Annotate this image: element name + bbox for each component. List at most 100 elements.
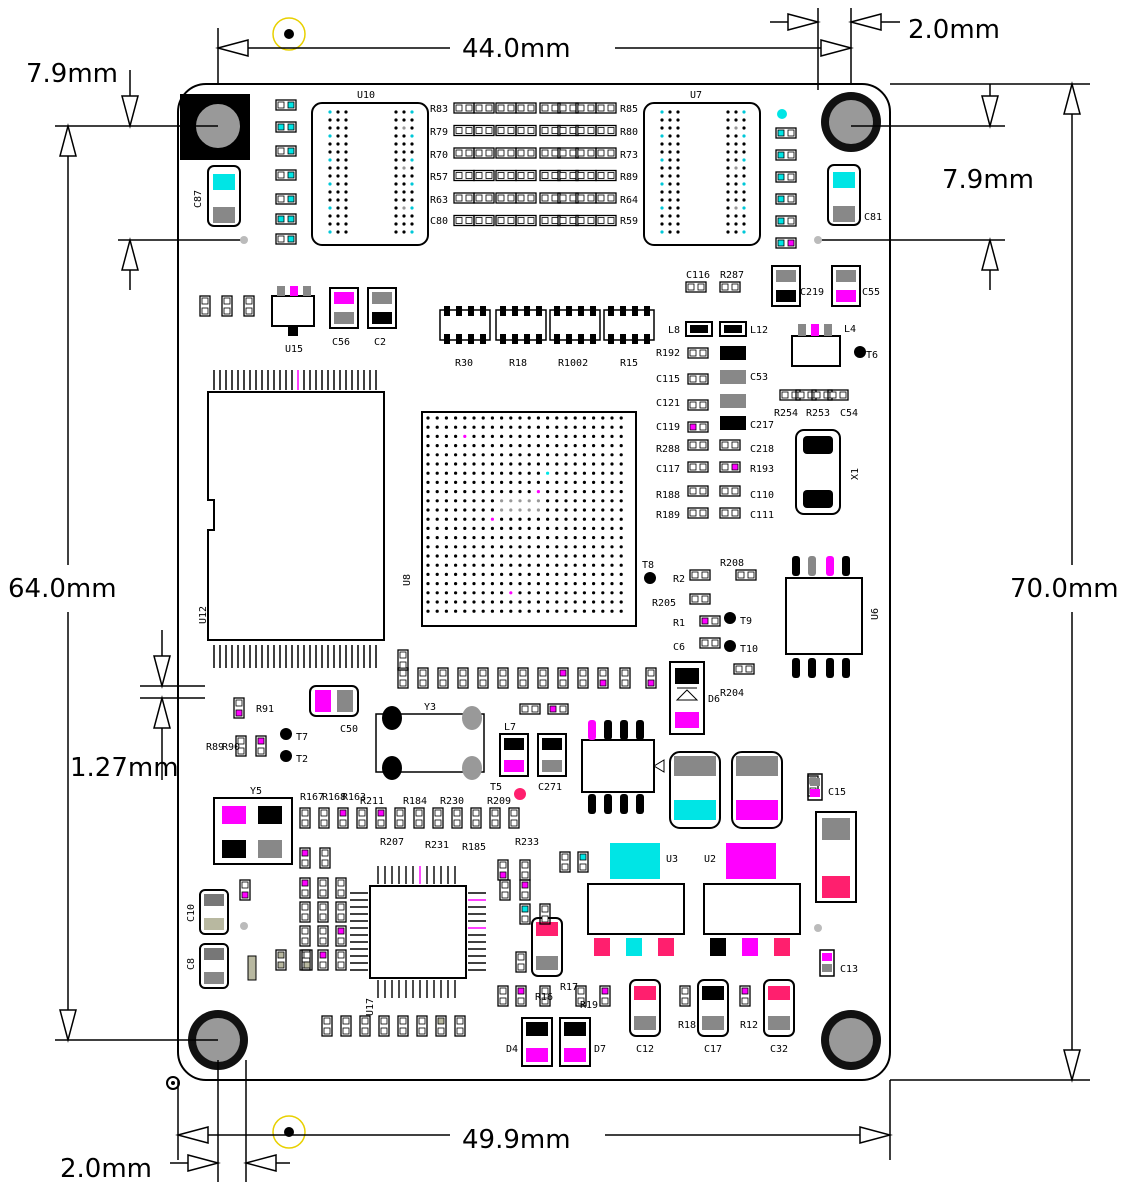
bga-ball (555, 600, 559, 604)
pad (787, 129, 795, 137)
label-r12: R12 (740, 1020, 758, 1031)
bga-ball (518, 453, 522, 457)
bga-ball (582, 508, 587, 512)
bga-ball (536, 536, 541, 540)
bga-ball (601, 444, 605, 448)
pad (569, 104, 577, 112)
bga-ball (527, 416, 531, 420)
bga-ball (536, 563, 541, 567)
bga-ball (490, 591, 494, 595)
connector-pin (394, 142, 398, 146)
connector-pin (402, 134, 406, 138)
pad (579, 669, 587, 677)
pad (475, 127, 483, 134)
pad (201, 297, 209, 305)
label-l4: L4 (844, 324, 856, 335)
bga-ball (509, 591, 513, 595)
dim-right-offset: 7.9mm (942, 165, 1034, 195)
pad (517, 963, 525, 971)
pad (396, 809, 404, 817)
connector-pin (668, 110, 672, 114)
pad (465, 194, 473, 202)
label-c10: C10 (186, 904, 197, 922)
bga-ball (536, 526, 541, 531)
capacitor-c18 (531, 917, 563, 977)
bga-ball (472, 526, 476, 531)
bga-ball (564, 545, 568, 549)
connector-pin (660, 150, 664, 154)
connector-pin (676, 214, 680, 218)
bga-ball (463, 526, 467, 531)
pad (607, 104, 615, 112)
bga-ball (472, 453, 476, 457)
pad (319, 961, 327, 969)
resistor-network-pad (632, 306, 638, 316)
label-r57: R57 (430, 172, 448, 183)
pad (721, 509, 729, 517)
connector-pin (336, 206, 340, 210)
connector-pin (734, 166, 738, 170)
passive-footprint (687, 485, 709, 497)
bga-ball (619, 582, 623, 586)
pad (527, 217, 535, 224)
bga-ball (582, 600, 587, 604)
connector-pin (676, 190, 680, 194)
pad (721, 283, 729, 291)
passive-footprint (319, 847, 331, 869)
bga-ball (601, 526, 605, 531)
bga-ball (444, 480, 448, 484)
connector-pin (742, 150, 746, 154)
regulator-u15 (271, 286, 315, 336)
pad (839, 391, 847, 399)
pad (319, 951, 327, 959)
pad (539, 679, 547, 687)
bga-ball (426, 517, 430, 521)
label-r189: R189 (656, 510, 680, 521)
bga-ball (444, 545, 448, 549)
pad (277, 123, 285, 131)
bga-ball (454, 609, 458, 613)
passive-footprint (275, 193, 297, 205)
connector-pin (742, 134, 746, 138)
connector-pin (726, 118, 730, 122)
bga-ball (536, 453, 541, 457)
pad (691, 571, 699, 579)
bga-ball (546, 526, 550, 531)
label-c111: C111 (750, 510, 774, 521)
passive-footprint (335, 877, 347, 899)
connector-pin (336, 230, 340, 234)
pad (337, 961, 345, 969)
bga-ball (463, 508, 467, 512)
connector-pin (344, 134, 348, 138)
connector-pin (402, 166, 406, 170)
connector-pin (344, 110, 348, 114)
pad (339, 819, 347, 827)
bga-ball (500, 434, 504, 438)
pad (517, 997, 525, 1005)
connector-pin (394, 110, 398, 114)
right-passives (685, 281, 849, 675)
bga-ball (546, 517, 550, 521)
label-r30: R30 (455, 358, 473, 369)
connector-pin (336, 198, 340, 202)
bga-ball (444, 563, 448, 567)
pad (517, 172, 525, 179)
connector-pin (410, 182, 414, 186)
label-c81: C81 (864, 212, 882, 223)
label-r89: R89 (620, 172, 638, 183)
passive-footprint (597, 667, 609, 689)
pad (323, 1017, 331, 1025)
bga-ball (463, 563, 467, 567)
bga-ball (444, 572, 448, 577)
bga-ball (536, 572, 541, 577)
bga-ball (435, 536, 439, 540)
bga-ball (444, 591, 448, 595)
bga-ball (472, 582, 476, 586)
label-c121: C121 (656, 398, 680, 409)
label-t10: T10 (740, 644, 758, 655)
connector-pin (410, 166, 414, 170)
connector-pin (394, 190, 398, 194)
bga-ball (573, 462, 577, 466)
pad (301, 879, 309, 887)
bga-ball (573, 545, 577, 549)
